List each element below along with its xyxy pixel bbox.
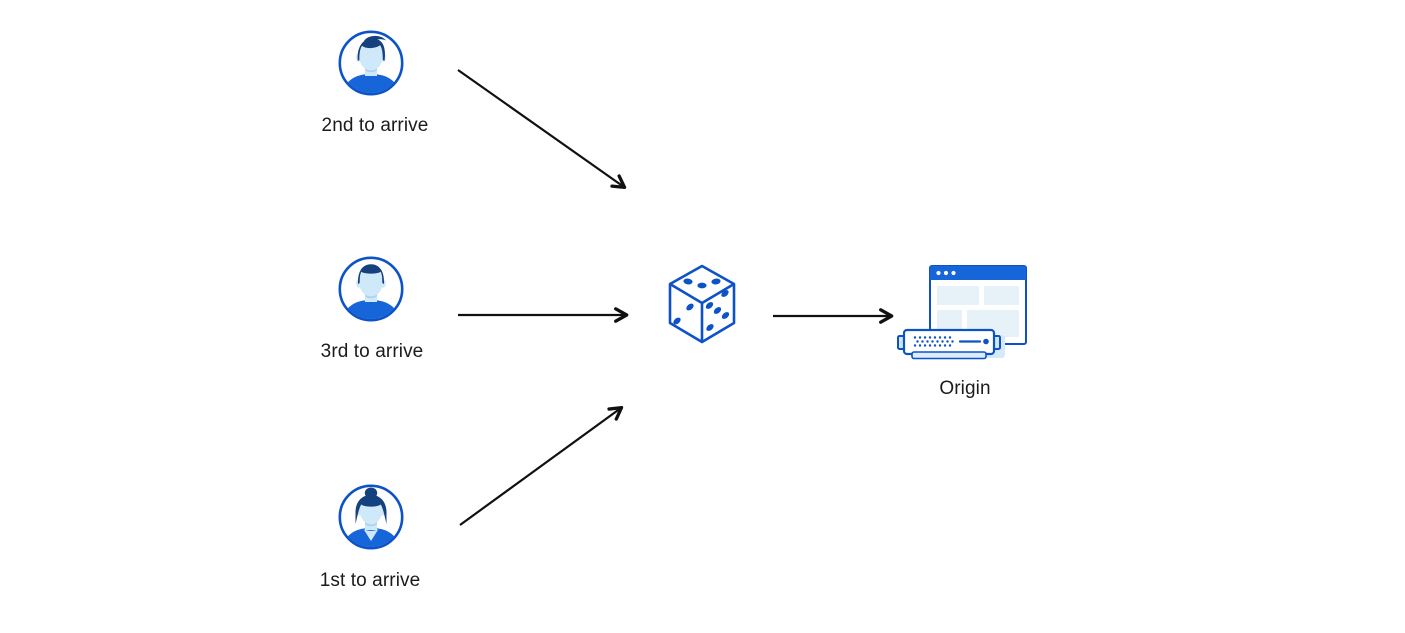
- server-vent-dots: [913, 336, 954, 347]
- user-label-3rd: 3rd to arrive: [320, 341, 424, 362]
- browser-window: [929, 265, 1027, 345]
- dice-node: [665, 263, 739, 354]
- avatar-woman-bun-icon: [338, 484, 404, 550]
- origin-node: [896, 260, 1030, 369]
- user-label-1st: 1st to arrive: [319, 570, 421, 591]
- dice-icon: [668, 264, 736, 344]
- server-appliance: [897, 328, 1005, 360]
- user-node-2nd: [338, 30, 404, 96]
- user-node-1st: [338, 484, 404, 550]
- avatar-man-swoosh-hair-icon: [338, 30, 404, 96]
- dice-pips: [673, 278, 730, 331]
- user-node-3rd: [338, 256, 404, 322]
- origin-browser-server-icon: [897, 265, 1027, 360]
- origin-label: Origin: [939, 378, 991, 399]
- user-label-2nd: 2nd to arrive: [321, 115, 429, 136]
- arrow-1st-to-dice: [459, 405, 624, 526]
- avatar-man-short-hair-icon: [338, 256, 404, 322]
- arrow-2nd-to-dice: [457, 69, 627, 190]
